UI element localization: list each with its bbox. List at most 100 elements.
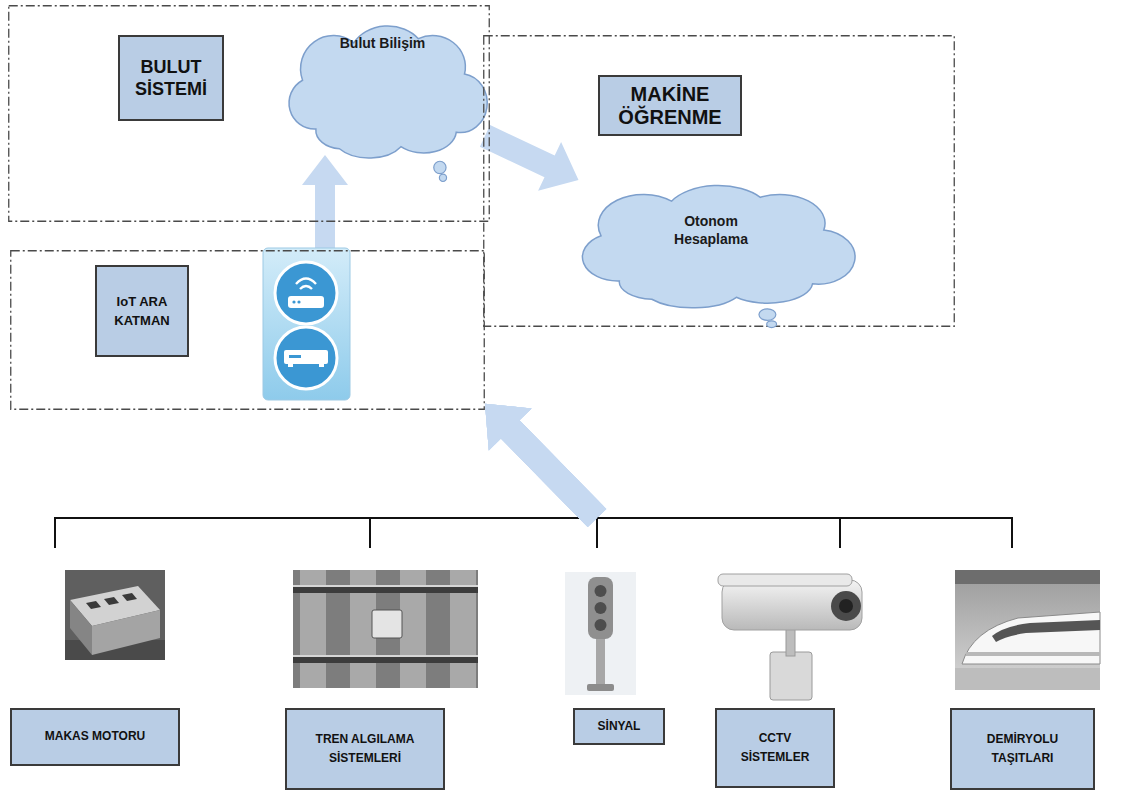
cloud-shape: Otonom Hesaplama [570,180,852,305]
label-box: MAKİNE ÖĞRENME [598,75,742,136]
block-arrow [485,404,606,527]
label-box: BULUT SİSTEMİ [118,35,224,121]
sensor-box [372,610,402,638]
camera-lens [831,591,861,621]
block-arrow [485,404,606,527]
cloud-body [289,26,487,158]
field-device: CCTV SİSTEMLER [712,548,868,788]
dashed-region: BULUT SİSTEMİ Bulut Bilişim [8,5,490,222]
rail-head [293,585,478,587]
region-outline [10,250,485,410]
train-stripe [966,652,1100,656]
ballast [293,570,478,688]
camera-lens [839,599,853,613]
node-label: MAKİNE ÖĞRENME [605,83,735,129]
recorder-foot [288,364,293,367]
cloud-shape: Bulut Bilişim [280,20,485,155]
connector [302,155,348,250]
field-device: MAKAS MOTORU [10,548,180,768]
thought-bubble [439,174,446,181]
motor-slot [86,601,101,609]
signal-picture [565,572,636,695]
bus-line [597,518,840,548]
wifi-symbol [300,286,312,289]
thought-bubble [759,309,776,321]
motor-side [70,600,92,655]
train-window [992,620,1100,642]
node-label: DEMİRYOLU TAŞITLARI [973,730,1073,768]
field-device: TREN ALGILAMA SİSTEMLERİ [285,548,480,790]
bus-line [370,518,597,548]
rail-head [293,655,478,657]
router-led [297,300,300,303]
router-badge [275,262,337,324]
photo-ground [565,572,636,695]
recorder-symbol [284,350,328,364]
connector [485,404,1012,548]
field-device: DEMİRYOLU TAŞITLARI [948,548,1102,790]
node-label: SİNYAL [598,719,641,735]
signal-base [587,684,614,691]
signal-pole [596,636,605,686]
station-ground [955,570,1100,690]
label-box: TREN ALGILAMA SİSTEMLERİ [285,708,445,790]
node-label: BULUT SİSTEMİ [123,56,219,101]
router-symbol [288,296,324,308]
node-label: CCTV SİSTEMLER [735,729,815,767]
camera-body [722,580,862,630]
thought-bubble [434,161,446,173]
thought-bubble [767,321,777,328]
node-label: Bulut Bilişim [340,34,426,52]
bus-line [597,518,1012,548]
signal-lamp [595,585,607,597]
switch-motor-picture [65,570,165,660]
motor-front [92,610,160,655]
rail [293,655,478,663]
connector [370,404,606,548]
label-box: CCTV SİSTEMLER [715,708,835,788]
recorder-badge [275,327,337,389]
camera-hood [718,574,852,586]
photo-ground [65,570,165,660]
signal-lamp [595,602,607,614]
cloud-text: Otonom Hesaplama [570,212,852,248]
node-label: IoT ARA KATMAN [102,292,182,331]
bus-line [596,518,598,548]
platform [955,668,1100,690]
track-sensor-picture [293,570,478,688]
node-label: TREN ALGILAMA SİSTEMLERİ [305,730,425,768]
motor-slot [122,593,137,601]
label-box: MAKAS MOTORU [10,708,180,766]
train-body [962,612,1100,664]
dashed-region: MAKİNE ÖĞRENME Otonom Hesaplama [483,35,955,327]
cloud-body [582,186,855,308]
dash-dot-border [11,251,485,410]
recorder-slot [289,355,301,358]
node-label: MAKAS MOTORU [45,729,145,745]
block-arrow [485,404,606,527]
rail [293,585,478,593]
iot-gateway-icon [263,248,350,400]
dash-dot-border [9,6,490,222]
wifi-symbol [296,279,316,285]
dash-dot-border [484,36,955,327]
connector [480,125,579,191]
node-label: Otonom Hesaplama [664,212,759,248]
router-led [292,300,295,303]
field-device: SİNYAL [560,548,668,745]
train-picture [955,570,1100,690]
label-box: SİNYAL [573,708,665,745]
bus-line [55,518,597,548]
connector [485,404,606,548]
dashed-region: IoT ARA KATMAN [10,250,485,410]
signal-head [588,577,613,639]
label-box: DEMİRYOLU TAŞITLARI [950,708,1095,790]
block-arrow [480,125,579,191]
device-panel [263,248,350,400]
label-box: IoT ARA KATMAN [95,265,189,357]
block-arrow [485,404,606,527]
cloud-text: Bulut Bilişim [280,34,485,52]
block-arrow [302,155,348,250]
connector [55,404,606,548]
